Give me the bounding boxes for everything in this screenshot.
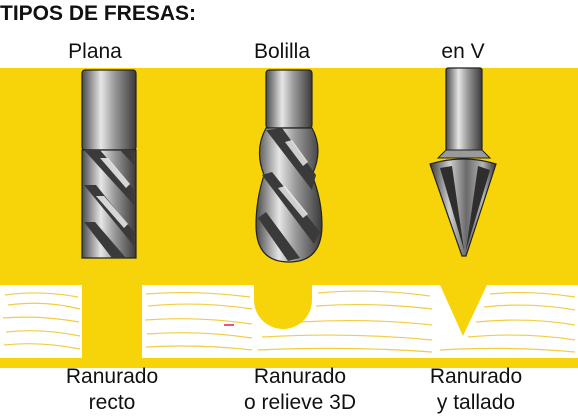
caption-v-line2: y tallado: [436, 391, 516, 414]
caption-flat-line1: Ranurado: [65, 365, 159, 388]
label-flat-bit: Plana: [68, 40, 122, 63]
caption-flat-line2: recto: [88, 391, 136, 414]
v-groove-bit-icon: [429, 67, 497, 257]
ball-nose-bit-icon: [255, 69, 323, 263]
caption-ball-line1: Ranurado: [253, 365, 347, 388]
label-ball-bit: Bolilla: [253, 40, 311, 63]
caption-ball: Ranurado o relieve 3D: [244, 364, 356, 416]
flat-end-mill-icon: [81, 69, 137, 259]
caption-ball-line2: o relieve 3D: [243, 391, 357, 414]
caption-v-line1: Ranurado: [429, 365, 523, 388]
caption-flat: Ranurado recto: [66, 364, 158, 416]
page-title: TIPOS DE FRESAS:: [0, 2, 197, 25]
caption-v: Ranurado y tallado: [430, 364, 522, 416]
label-v-bit: en V: [441, 40, 485, 63]
wood-board: [0, 285, 578, 358]
